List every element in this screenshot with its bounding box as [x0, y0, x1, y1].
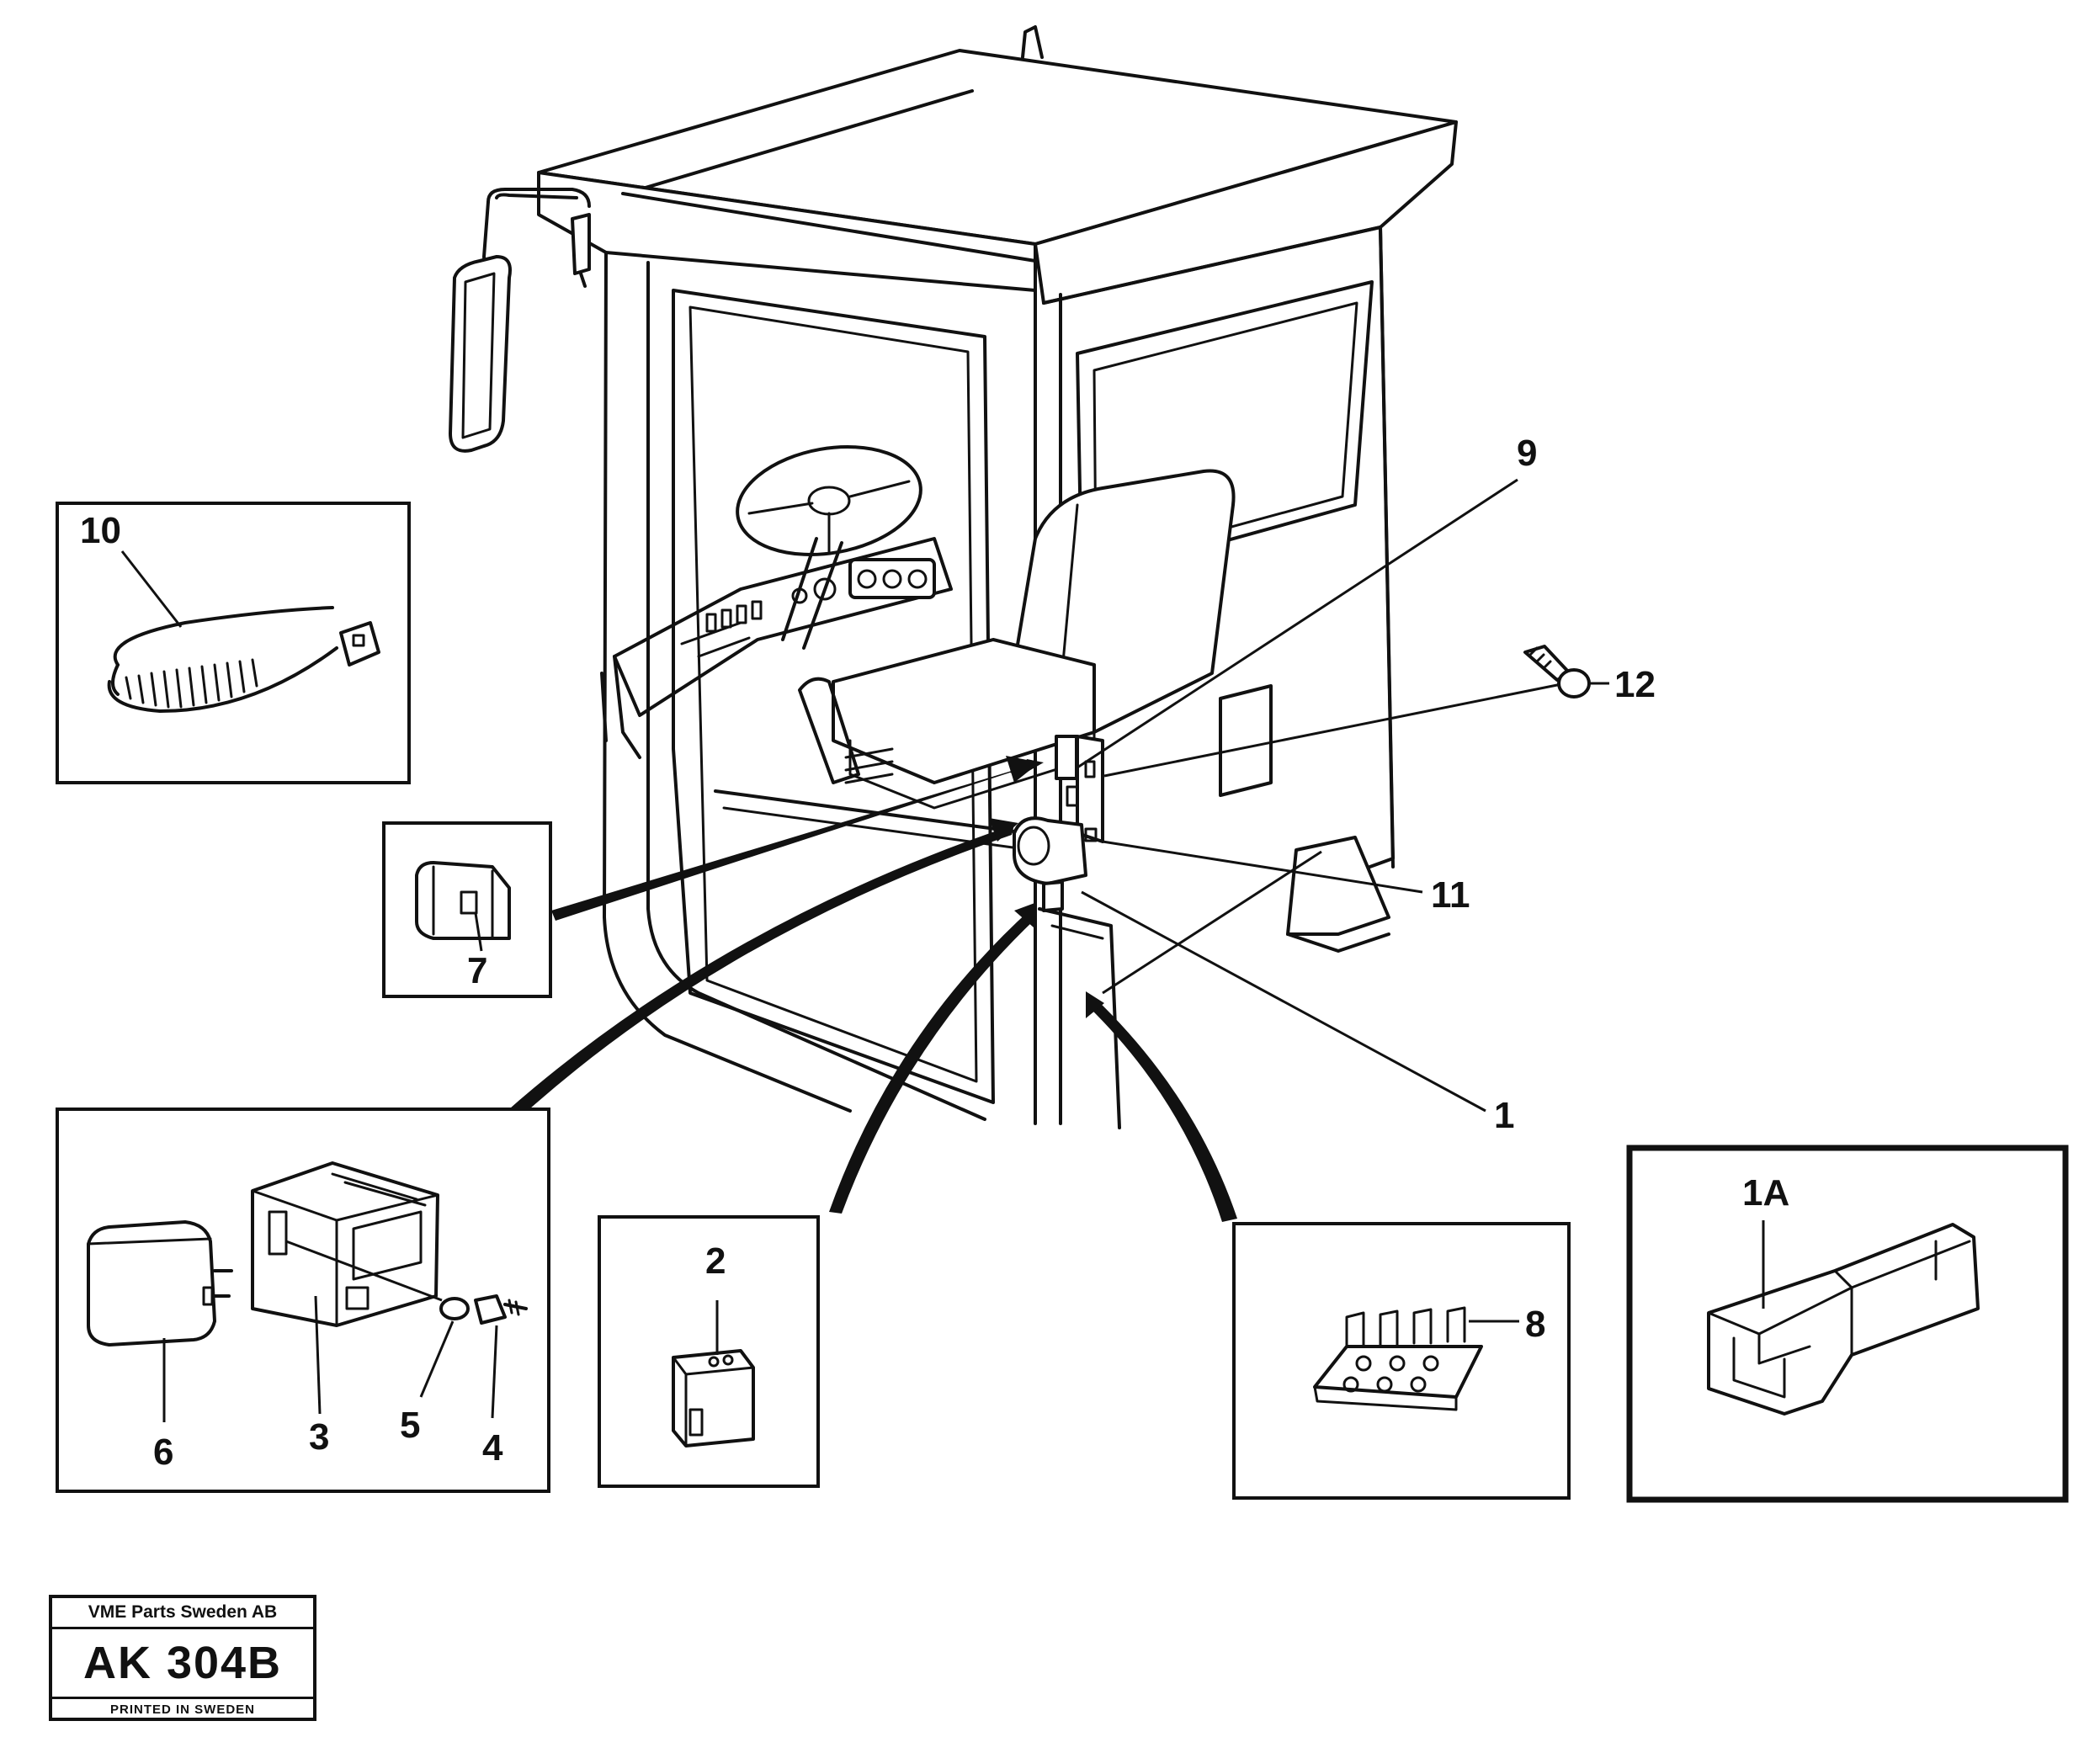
label-6: 6 [153, 1432, 173, 1473]
title-stamp: VME Parts Sweden AB AK 304B PRINTED IN S… [49, 1595, 316, 1721]
stamp-code: AK 304B [82, 1638, 283, 1688]
label-12: 12 [1614, 664, 1656, 705]
label-2: 2 [705, 1240, 726, 1282]
stamp-printed: PRINTED IN SWEDEN [52, 1697, 313, 1721]
callout-box-fuse [598, 1215, 820, 1488]
label-1a: 1A [1742, 1172, 1789, 1214]
label-11: 11 [1431, 874, 1470, 916]
label-1: 1 [1494, 1095, 1514, 1136]
label-9: 9 [1517, 433, 1537, 474]
stamp-company: VME Parts Sweden AB [52, 1598, 313, 1629]
pointer-arrows [503, 756, 1237, 1222]
callout-box-cable-tie [56, 502, 411, 784]
label-3: 3 [309, 1416, 329, 1458]
cab-illustration [449, 25, 1458, 1129]
label-10: 10 [80, 510, 121, 551]
bolt-12-illustration [1523, 645, 1609, 699]
leader-lines [1077, 478, 1566, 1113]
callout-box-fuse-holder [1232, 1222, 1571, 1500]
label-8: 8 [1525, 1304, 1545, 1345]
label-4: 4 [482, 1427, 503, 1469]
callout-box-fuse-switch [382, 821, 552, 998]
callout-box-relay [56, 1108, 550, 1493]
label-7: 7 [467, 950, 487, 991]
part-number-labels: 9 12 11 1 10 7 6 3 5 4 2 8 1A [80, 433, 1789, 1473]
callout-box-connector [1626, 1145, 2069, 1503]
label-5: 5 [400, 1405, 420, 1446]
